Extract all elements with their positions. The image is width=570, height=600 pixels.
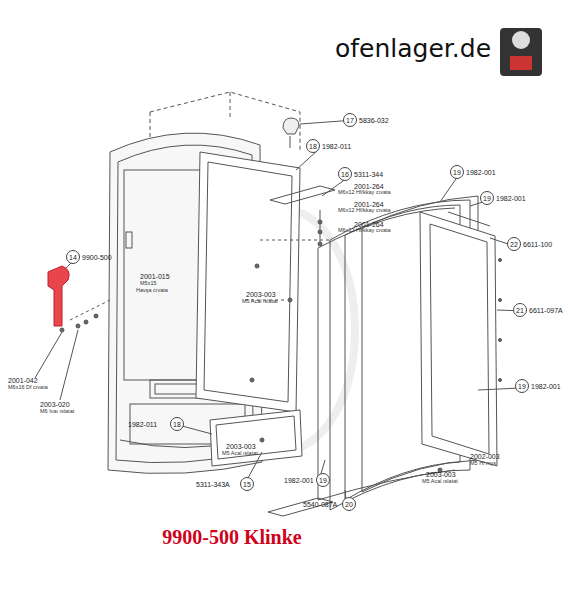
part-number: 9900-500 bbox=[82, 254, 112, 261]
part-number: 2001-015 bbox=[140, 273, 170, 280]
part-description: M6x16 Df cıvata bbox=[8, 385, 48, 391]
part-description: Havşa cıvata bbox=[136, 288, 168, 294]
part-number: 2001-264 bbox=[354, 201, 384, 208]
part-number: 1982-001 bbox=[531, 383, 561, 390]
part-number: 5311-344 bbox=[354, 171, 383, 178]
part-description: M5 Acal ıslatat bbox=[222, 451, 258, 457]
callout-number: 21 bbox=[513, 303, 527, 317]
caption: 9900-500 Klinke bbox=[162, 527, 301, 547]
callout-number: 20 bbox=[342, 497, 356, 511]
part-number: 1982-011 bbox=[322, 143, 351, 150]
callout-number: 18 bbox=[170, 417, 184, 431]
callout-number: 19 bbox=[480, 191, 494, 205]
callout-number: 14 bbox=[66, 250, 80, 264]
part-number: 5540-087A bbox=[303, 501, 337, 508]
part-description: M5 Hl mys bbox=[470, 461, 496, 467]
callout-number: 15 bbox=[240, 477, 254, 491]
callout-number: 16 bbox=[338, 167, 352, 181]
part-number: 5836-032 bbox=[359, 117, 389, 124]
callout-number: 19 bbox=[515, 379, 529, 393]
callout-number: 19 bbox=[450, 165, 464, 179]
part-description: M5 Acal ıslatat bbox=[422, 479, 458, 485]
part-description: M5x15 bbox=[140, 281, 157, 287]
part-number: 2003-003 bbox=[226, 443, 256, 450]
part-number: 1982-001 bbox=[466, 169, 496, 176]
part-number: 2001-264 bbox=[354, 221, 384, 228]
part-description: M6x12 Hf/kkay cıvata bbox=[338, 208, 391, 214]
callout-number: 18 bbox=[306, 139, 320, 153]
part-number: 2003-003 bbox=[246, 291, 276, 298]
part-number: 2001-042 bbox=[8, 377, 38, 384]
part-number: 1982-011 bbox=[128, 421, 157, 428]
part-description: M6x12 Hf/kkay cıvata bbox=[338, 228, 391, 234]
callout-number: 22 bbox=[507, 237, 521, 251]
part-description: M6 Ivaı ıslatat bbox=[40, 409, 74, 415]
callout-number: 17 bbox=[343, 113, 357, 127]
part-description: M6x12 Hf/kkay cıvata bbox=[338, 190, 391, 196]
part-number: 6611-097A bbox=[529, 307, 563, 314]
part-description: M5 Acal ıslatat bbox=[242, 299, 278, 305]
part-number: 2003-020 bbox=[40, 401, 70, 408]
logo-text: ofenlager.de bbox=[335, 36, 491, 61]
part-number: 2001-264 bbox=[354, 183, 384, 190]
part-number: 6611-100 bbox=[523, 241, 552, 248]
part-number: 1982-001 bbox=[496, 195, 526, 202]
part-number: 2002-003 bbox=[470, 453, 500, 460]
part-number: 5311-343A bbox=[196, 481, 230, 488]
callout-number: 19 bbox=[316, 473, 330, 487]
part-number: 2003-003 bbox=[426, 471, 456, 478]
part-number: 1982-001 bbox=[284, 477, 314, 484]
